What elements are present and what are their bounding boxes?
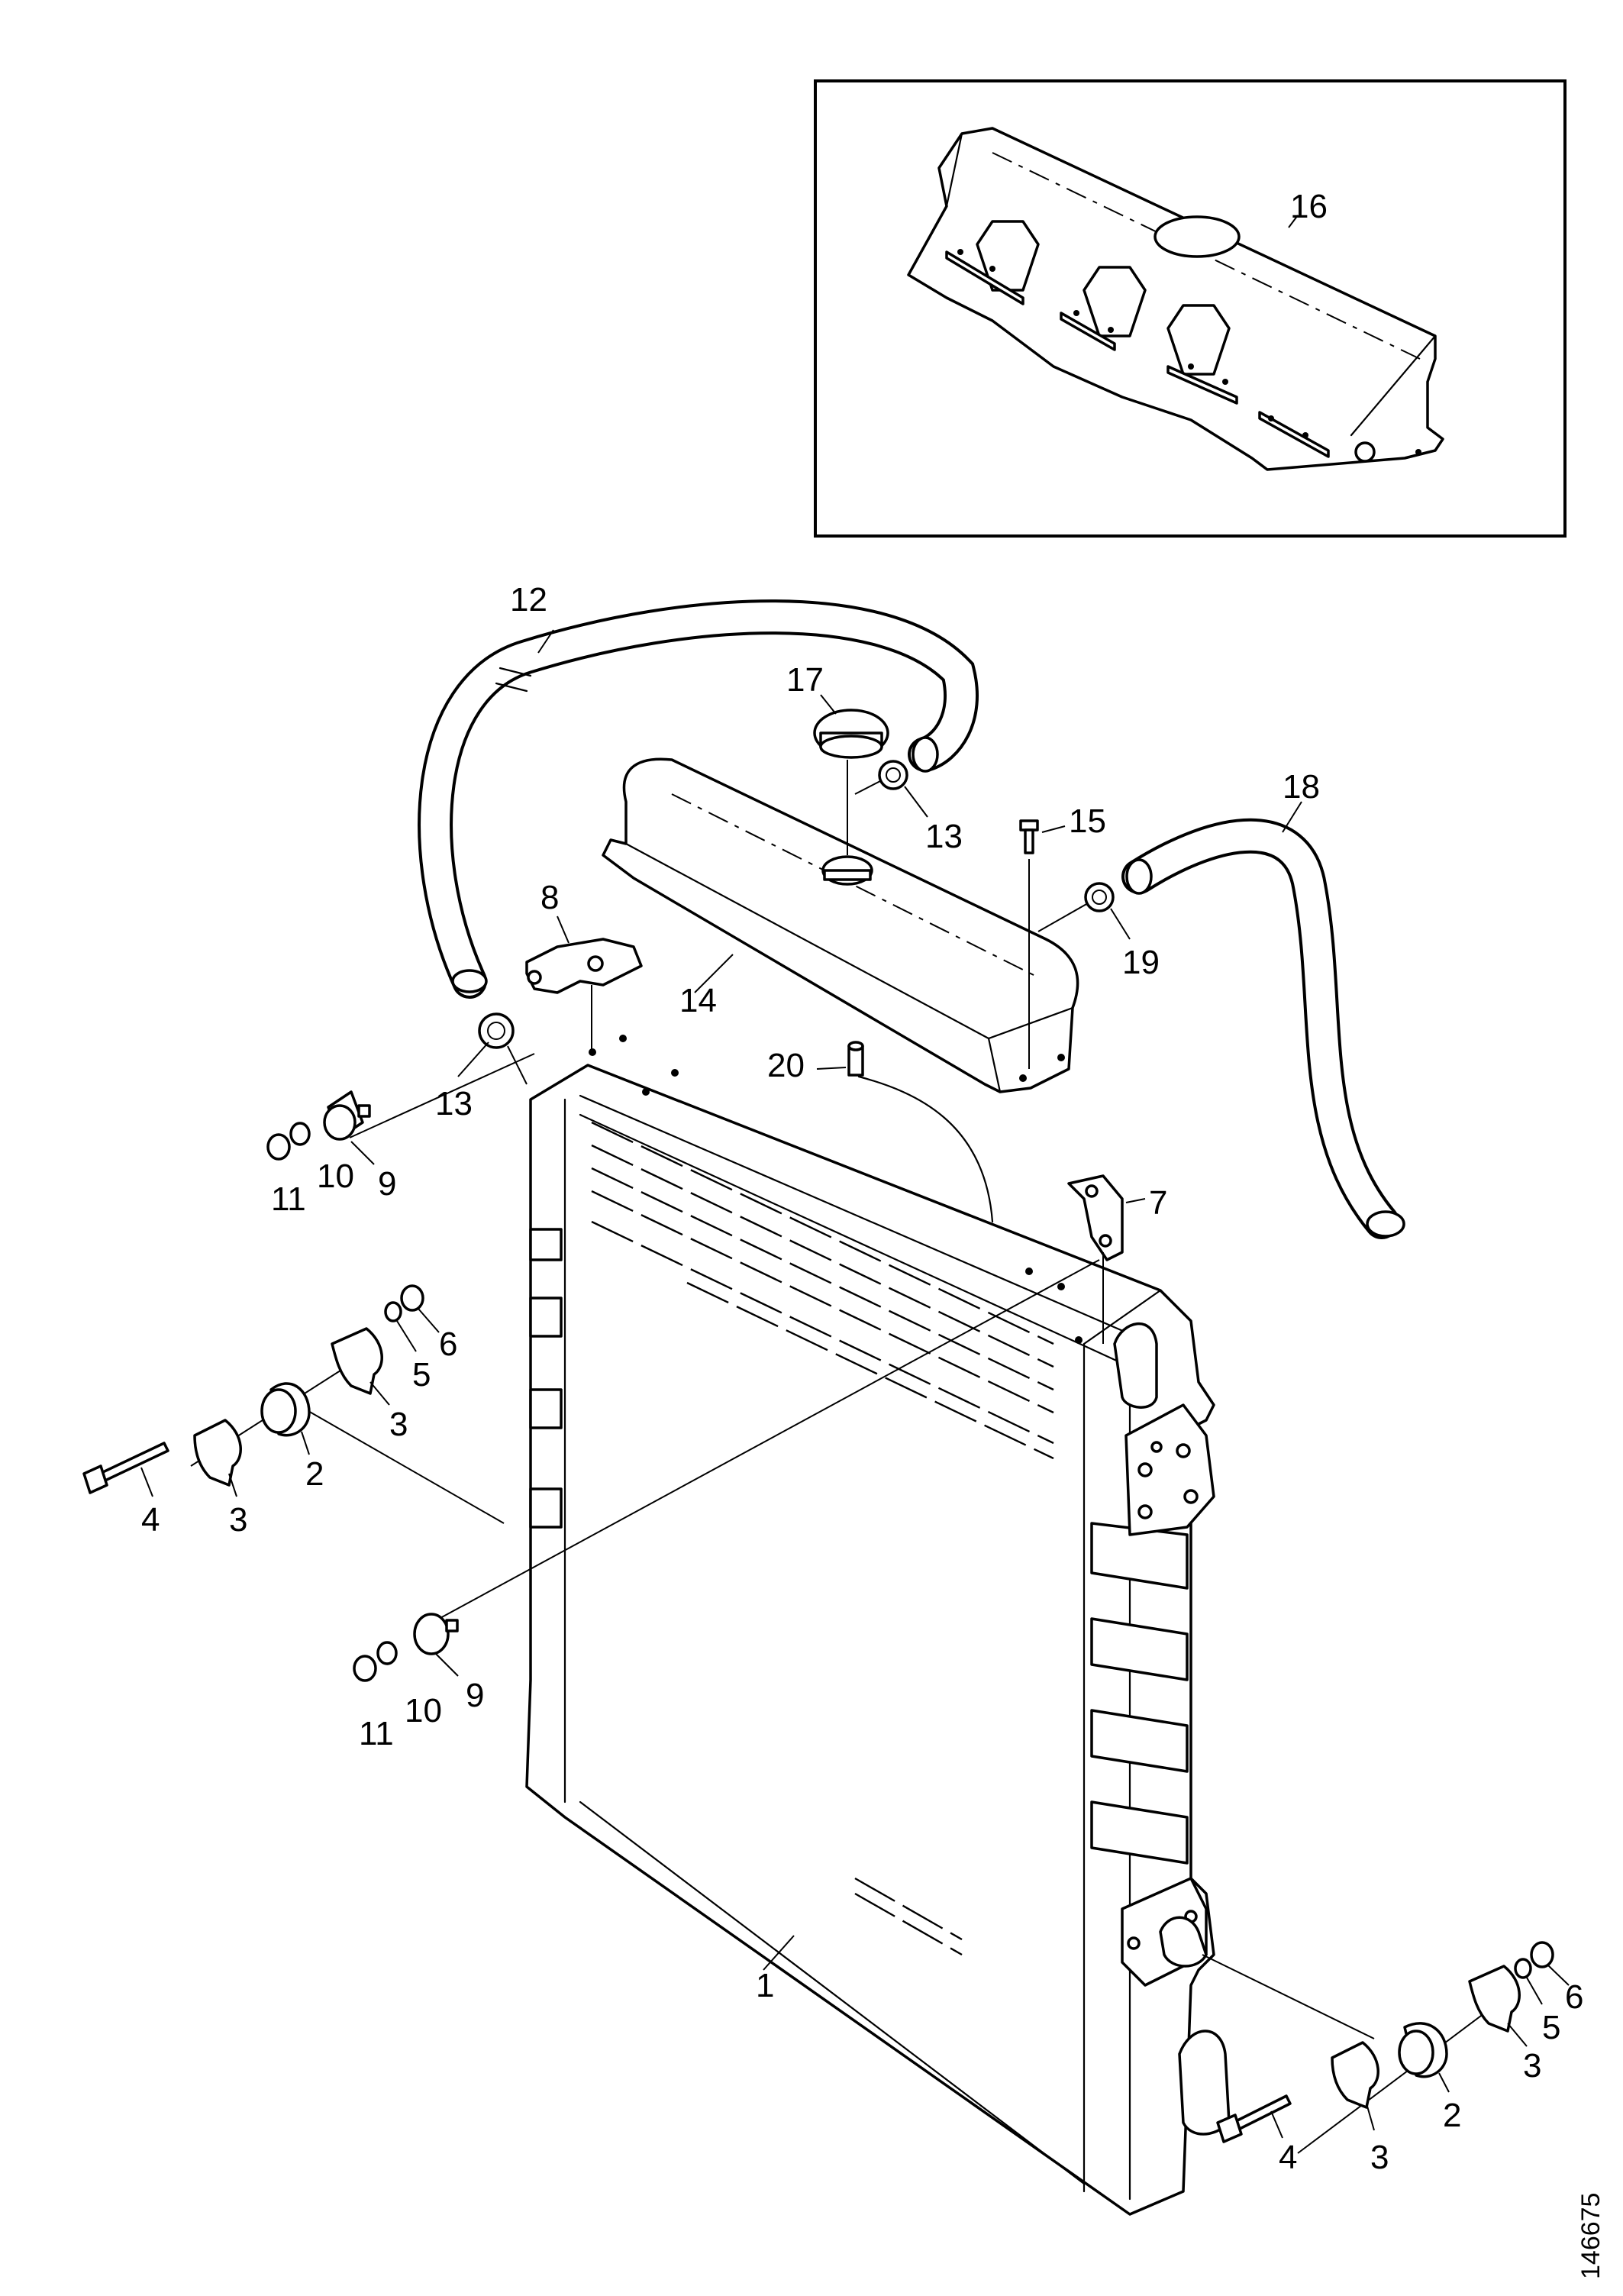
callout-2: 2 — [305, 1455, 324, 1493]
hose-clamp-part-13-top — [878, 760, 908, 790]
callout-3: 3 — [229, 1501, 247, 1539]
callout-12: 12 — [510, 581, 547, 618]
callout-3: 3 — [389, 1406, 408, 1443]
callout-11: 11 — [271, 1180, 306, 1218]
callout-5: 5 — [1542, 2009, 1560, 2046]
hose-part-18 — [1121, 818, 1405, 1239]
screw-part-15 — [1019, 819, 1039, 854]
nut-part-6-right — [1530, 1941, 1554, 1968]
callout-3: 3 — [1370, 2139, 1389, 2176]
sensor-part-20 — [847, 1041, 994, 1223]
callout-17: 17 — [786, 661, 824, 699]
radiator-part-1 — [525, 1035, 1231, 2216]
callout-3: 3 — [1523, 2047, 1541, 2084]
callout-7: 7 — [1149, 1184, 1167, 1222]
callout-4: 4 — [1279, 2139, 1297, 2176]
callout-10: 10 — [405, 1692, 442, 1729]
callout-19: 19 — [1122, 944, 1160, 981]
callout-5: 5 — [412, 1356, 431, 1393]
callout-11: 11 — [359, 1715, 394, 1752]
rubber-bushing-part-2-right — [1398, 2022, 1448, 2078]
heat-shield-part-16 — [907, 127, 1444, 471]
rubber-mount-part-9-upper — [323, 1090, 371, 1141]
nut-part-11-upper — [266, 1133, 291, 1161]
clamp-half-part-3-right-lower — [1331, 2041, 1379, 2109]
bracket-part-8 — [525, 938, 643, 994]
inset-frame — [814, 79, 1567, 538]
callout-13: 13 — [925, 818, 963, 855]
bolt-part-4-right — [1216, 2094, 1292, 2143]
callout-18: 18 — [1283, 768, 1320, 806]
filler-cap-part-17 — [813, 709, 889, 759]
expansion-tank-part-14 — [602, 757, 1079, 1093]
rubber-mount-part-9-lower — [413, 1613, 459, 1655]
callout-16: 16 — [1290, 188, 1328, 225]
callout-13: 13 — [435, 1085, 473, 1122]
callout-8: 8 — [540, 879, 559, 916]
nut-part-6-left — [400, 1284, 424, 1312]
nut-part-11-lower — [353, 1655, 377, 1682]
callout-10: 10 — [317, 1158, 354, 1195]
hose-part-12 — [418, 599, 979, 999]
callout-6: 6 — [1565, 1978, 1583, 2016]
callout-14: 14 — [679, 982, 717, 1019]
callout-20: 20 — [767, 1047, 805, 1084]
callout-1: 1 — [756, 1967, 774, 2004]
washer-part-5-right — [1514, 1958, 1532, 1979]
callout-15: 15 — [1069, 802, 1106, 840]
hose-clamp-part-19 — [1084, 882, 1115, 912]
callout-9: 9 — [378, 1165, 396, 1203]
clamp-half-part-3-left-upper — [331, 1327, 383, 1395]
clamp-half-part-3-right-upper — [1468, 1965, 1521, 2033]
bolt-part-4-left — [82, 1442, 169, 1494]
washer-part-10-lower — [376, 1641, 398, 1665]
callout-4: 4 — [141, 1501, 160, 1539]
bracket-part-7 — [1067, 1174, 1124, 1261]
callout-9: 9 — [466, 1677, 484, 1714]
document-number: 146675 — [1576, 2193, 1605, 2279]
washer-part-10-upper — [289, 1122, 311, 1146]
callout-2: 2 — [1443, 2097, 1461, 2134]
washer-part-5-left — [384, 1301, 402, 1322]
callout-6: 6 — [439, 1326, 457, 1363]
hose-clamp-part-13-left — [478, 1012, 515, 1049]
rubber-bushing-part-2-left — [260, 1382, 311, 1437]
clamp-half-part-3-left-lower — [193, 1419, 242, 1487]
